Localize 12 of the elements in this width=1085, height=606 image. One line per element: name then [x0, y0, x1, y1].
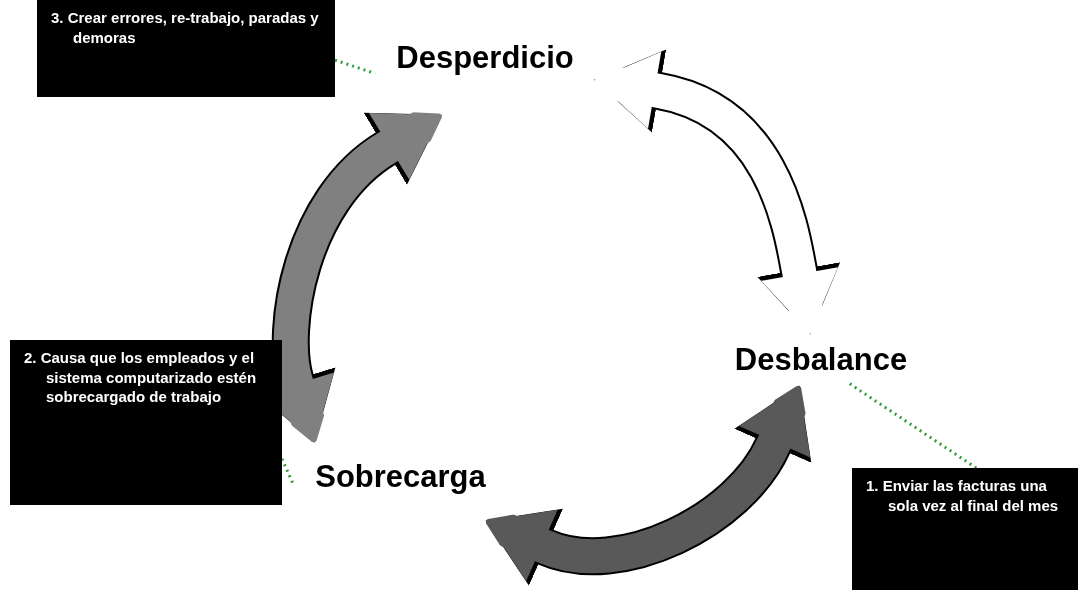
callout-text: 2. Causa que los empleados y el sistema computarizado estén sobrecargado de trabajo	[24, 348, 258, 407]
callout-box	[37, 0, 335, 97]
callout-box	[852, 468, 1078, 590]
callout-box	[10, 340, 282, 505]
callout-text: 3. Crear errores, re-trabajo, paradas y demoras	[51, 8, 320, 47]
leader-line	[334, 58, 376, 75]
curved-block-arrow	[592, 51, 838, 337]
callout-text: 1. Enviar las facturas una sola vez al final del mes	[866, 476, 1060, 515]
cycle-label: Sobrecarga	[293, 455, 508, 499]
cycle-label: Desbalance	[712, 338, 930, 382]
leader-line	[846, 380, 978, 470]
cycle-label: Desperdicio	[375, 36, 595, 80]
